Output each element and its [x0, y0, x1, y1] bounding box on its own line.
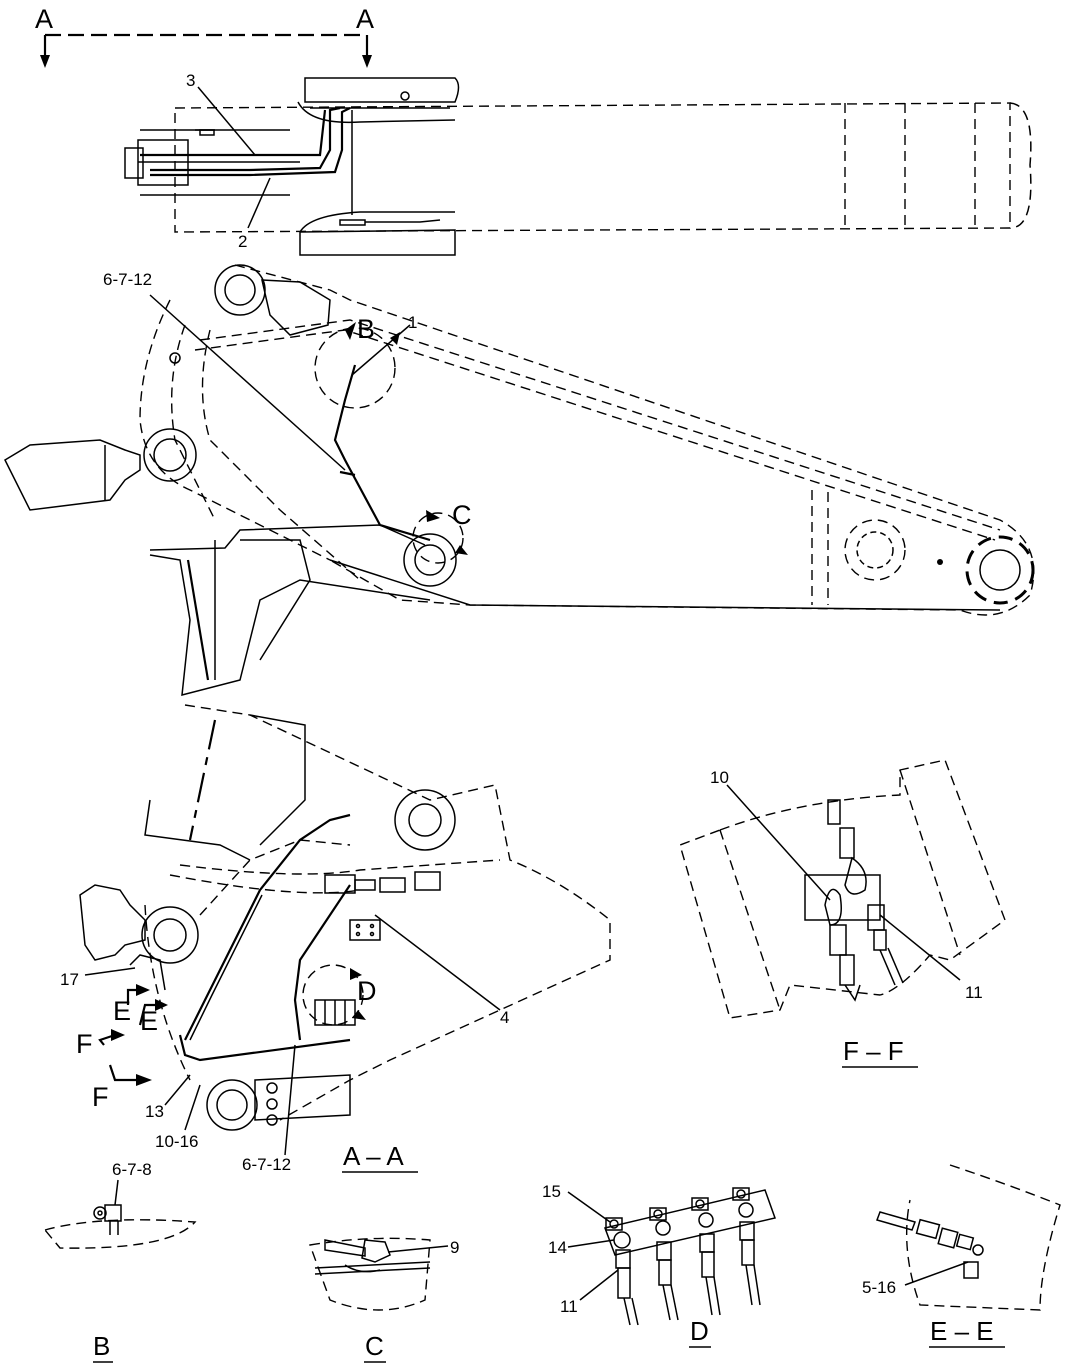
detail-marker-f-2: F — [92, 1082, 109, 1112]
callout-17: 17 — [60, 970, 79, 989]
callout-10: 10 — [710, 768, 729, 787]
callout-6-7-12-aa: 6-7-12 — [242, 1155, 291, 1174]
d-fitting-2 — [649, 1207, 679, 1321]
callout-2: 2 — [238, 232, 247, 251]
callout-13: 13 — [145, 1102, 164, 1121]
detail-marker-f-1: F — [76, 1029, 93, 1059]
callout-3: 3 — [186, 71, 195, 90]
d-fitting-4 — [732, 1187, 761, 1306]
callout-10-16: 10-16 — [155, 1132, 198, 1151]
d-fitting-1 — [605, 1217, 639, 1326]
section-title-ff: F – F — [843, 1036, 904, 1066]
detail-marker-d: D — [357, 976, 377, 1006]
section-title-c: C — [365, 1331, 384, 1361]
detail-marker-e-1: E — [113, 996, 131, 1026]
callout-9: 9 — [450, 1238, 459, 1257]
section-title-d: D — [690, 1316, 709, 1346]
detail-marker-b: B — [357, 314, 375, 344]
section-title-ee: E – E — [930, 1316, 994, 1346]
detail-c-view: 9 C — [309, 1237, 459, 1363]
section-a-marker: A A — [35, 4, 374, 68]
callout-11-d: 11 — [560, 1297, 578, 1316]
view-marker-a-left: A — [35, 4, 53, 34]
callout-5-16: 5-16 — [862, 1278, 896, 1297]
callout-6-7-12-top: 6-7-12 — [103, 270, 152, 289]
top-plan-view: 3 2 — [124, 71, 1032, 256]
detail-marker-c: C — [452, 500, 472, 530]
detail-ee-view: 5-16 E – E — [862, 1164, 1061, 1348]
section-title-aa: A – A — [343, 1141, 404, 1171]
callout-11-ff: 11 — [965, 983, 983, 1002]
callout-6-7-8: 6-7-8 — [112, 1160, 152, 1179]
callout-4: 4 — [500, 1008, 509, 1027]
d-fitting-3 — [691, 1197, 721, 1316]
arm-side-view: 1 6-7-12 B C — [4, 264, 1035, 696]
detail-marker-e-2: E — [140, 1006, 158, 1036]
detail-b-view: 6-7-8 B — [43, 1160, 197, 1363]
callout-15: 15 — [542, 1182, 561, 1201]
section-aa-view: 17 4 13 10-16 6-7-12 D E E F F A – A — [60, 704, 611, 1174]
detail-d-view: 15 14 11 D — [542, 1182, 776, 1348]
callout-1: 1 — [408, 313, 417, 332]
section-title-b: B — [93, 1331, 110, 1361]
view-marker-a-right: A — [356, 4, 374, 34]
section-ff-view: 10 11 F – F — [679, 759, 1006, 1068]
callout-14: 14 — [548, 1238, 567, 1257]
